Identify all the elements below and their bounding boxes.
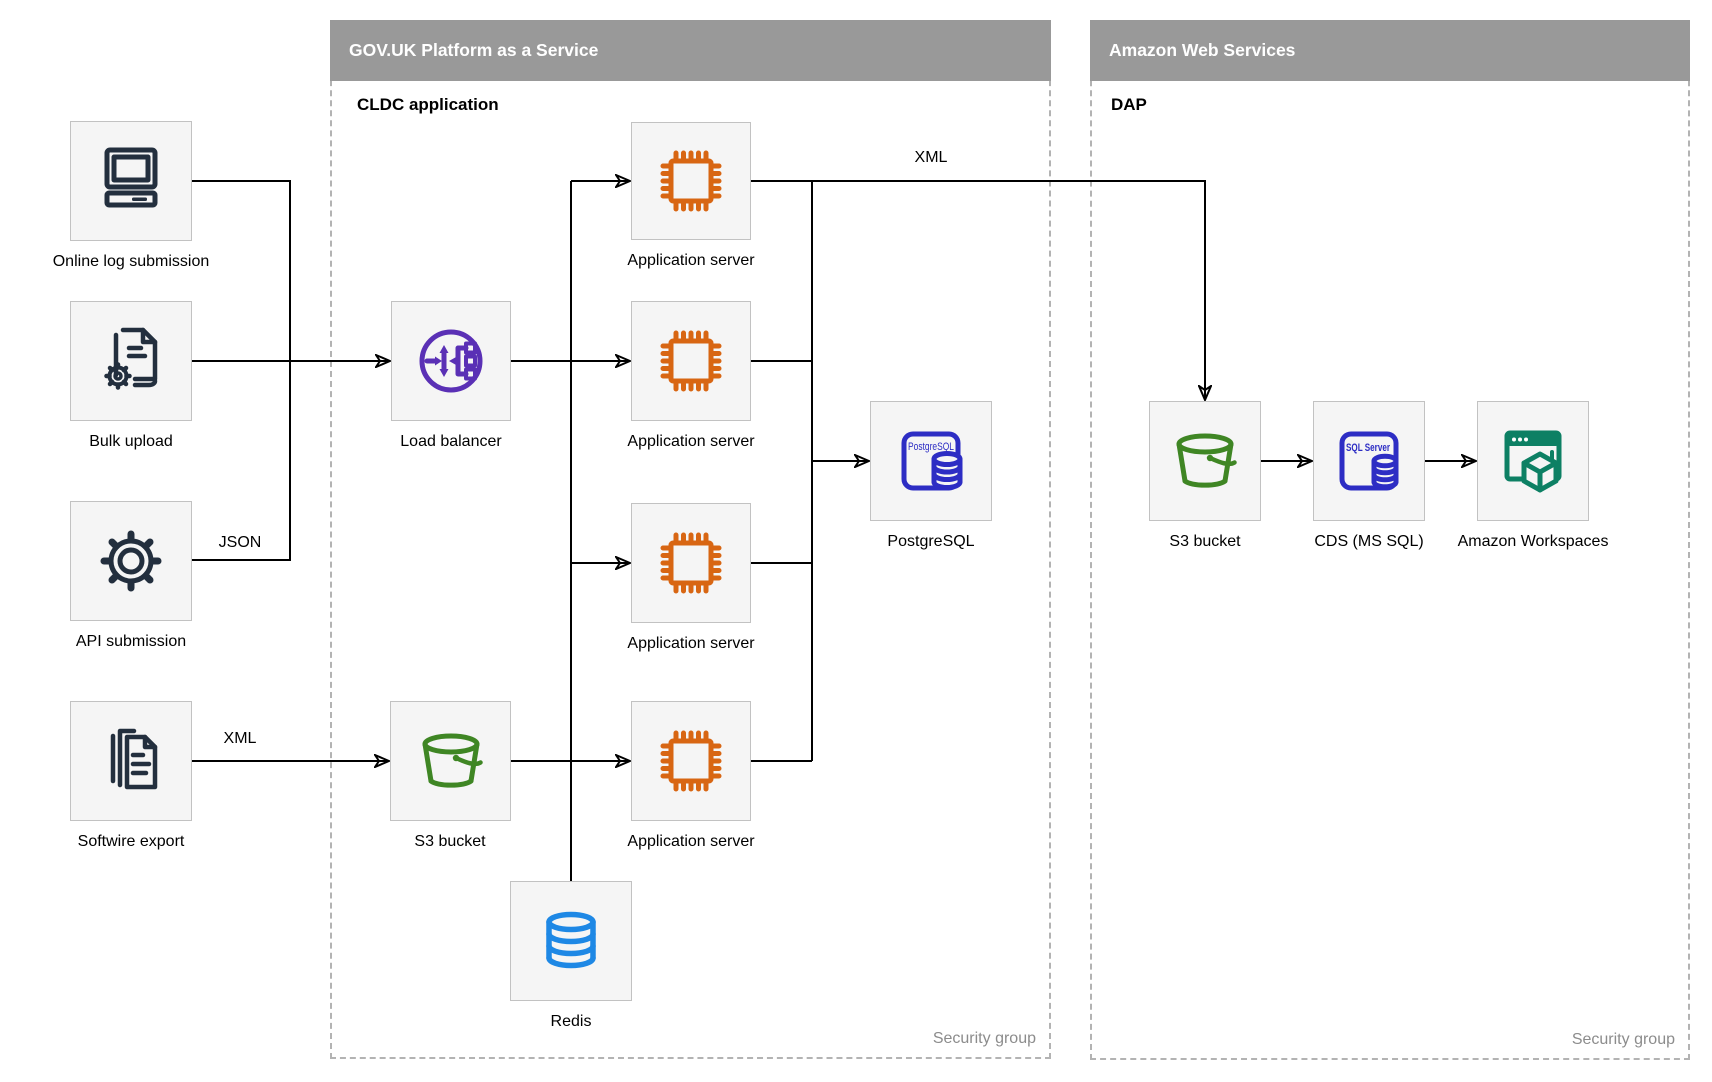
- edge-sources-merge: [192, 180, 291, 561]
- node-label: Amazon Workspaces: [1457, 533, 1609, 550]
- dap-label: DAP: [1111, 95, 1147, 114]
- sql-server-icon: SQL Server: [1339, 431, 1399, 491]
- node-label: Application server: [627, 433, 755, 450]
- paas-header: GOV.UK Platform as a Service: [330, 20, 1051, 81]
- load-balancer-icon: [419, 329, 483, 393]
- paas-security-group-label: Security group: [932, 1030, 1036, 1047]
- edge-label-xml-softwire: XML: [223, 730, 257, 747]
- node-label: Softwire export: [77, 833, 185, 850]
- postgresql-icon: PostgreSQL: [901, 431, 963, 491]
- node-bulk-upload: [70, 301, 192, 421]
- document-gear-icon: [104, 327, 158, 390]
- node-app-server-4: [631, 701, 751, 821]
- aws-security-group-label: Security group: [1571, 1031, 1675, 1048]
- node-label: Application server: [627, 252, 755, 269]
- redis-database-icon: [546, 911, 596, 969]
- bucket-icon: [1176, 433, 1237, 488]
- aws-title: Amazon Web Services: [1109, 40, 1296, 60]
- edge-label-xml-to-dap: XML: [914, 149, 948, 166]
- aws-container: Amazon Web Services DAP Security group: [1090, 20, 1690, 1060]
- node-app-server-1: [631, 122, 751, 240]
- node-cds-mssql: SQL Server: [1313, 401, 1425, 521]
- node-amazon-workspaces: [1477, 401, 1589, 521]
- sql-server-icon-text: SQL Server: [1346, 442, 1391, 454]
- bucket-icon: [422, 733, 483, 788]
- computer-icon: [104, 147, 158, 208]
- node-label: S3 bucket: [1169, 533, 1241, 550]
- chip-icon: [660, 532, 722, 594]
- postgresql-icon-text: PostgreSQL: [908, 441, 954, 453]
- node-label: Bulk upload: [89, 433, 173, 450]
- node-label: CDS (MS SQL): [1314, 533, 1424, 550]
- node-redis: [510, 881, 632, 1001]
- node-online-log-submission: [70, 121, 192, 241]
- node-label: Load balancer: [400, 433, 502, 450]
- paas-container: GOV.UK Platform as a Service CLDC applic…: [330, 20, 1051, 1059]
- chip-icon: [660, 330, 722, 392]
- node-label: API submission: [75, 633, 187, 650]
- node-label: Application server: [627, 833, 755, 850]
- node-api-submission: [70, 501, 192, 621]
- chip-icon: [660, 150, 722, 212]
- edge-xml-to-aws-s3: [812, 180, 1205, 399]
- node-app-server-3: [631, 503, 751, 623]
- node-label: PostgreSQL: [887, 533, 975, 550]
- documents-icon: [110, 728, 158, 790]
- cldc-application-label: CLDC application: [357, 95, 499, 114]
- gear-icon: [100, 530, 162, 592]
- small-gear: [104, 362, 132, 390]
- workspaces-icon: [1504, 430, 1562, 493]
- chip-icon: [660, 730, 722, 792]
- node-label: Redis: [550, 1013, 592, 1030]
- node-app-server-2: [631, 301, 751, 421]
- edge-label-json: JSON: [218, 534, 262, 551]
- node-postgresql: PostgreSQL: [870, 401, 992, 521]
- paas-title: GOV.UK Platform as a Service: [349, 40, 599, 60]
- node-s3-bucket-aws: [1149, 401, 1261, 521]
- node-label: Application server: [627, 635, 755, 652]
- node-load-balancer: [391, 301, 511, 421]
- node-label: S3 bucket: [414, 833, 486, 850]
- node-softwire-export: [70, 701, 192, 821]
- node-s3-bucket-paas: [390, 701, 511, 821]
- aws-header: Amazon Web Services: [1090, 20, 1690, 81]
- node-label: Online log submission: [52, 253, 210, 270]
